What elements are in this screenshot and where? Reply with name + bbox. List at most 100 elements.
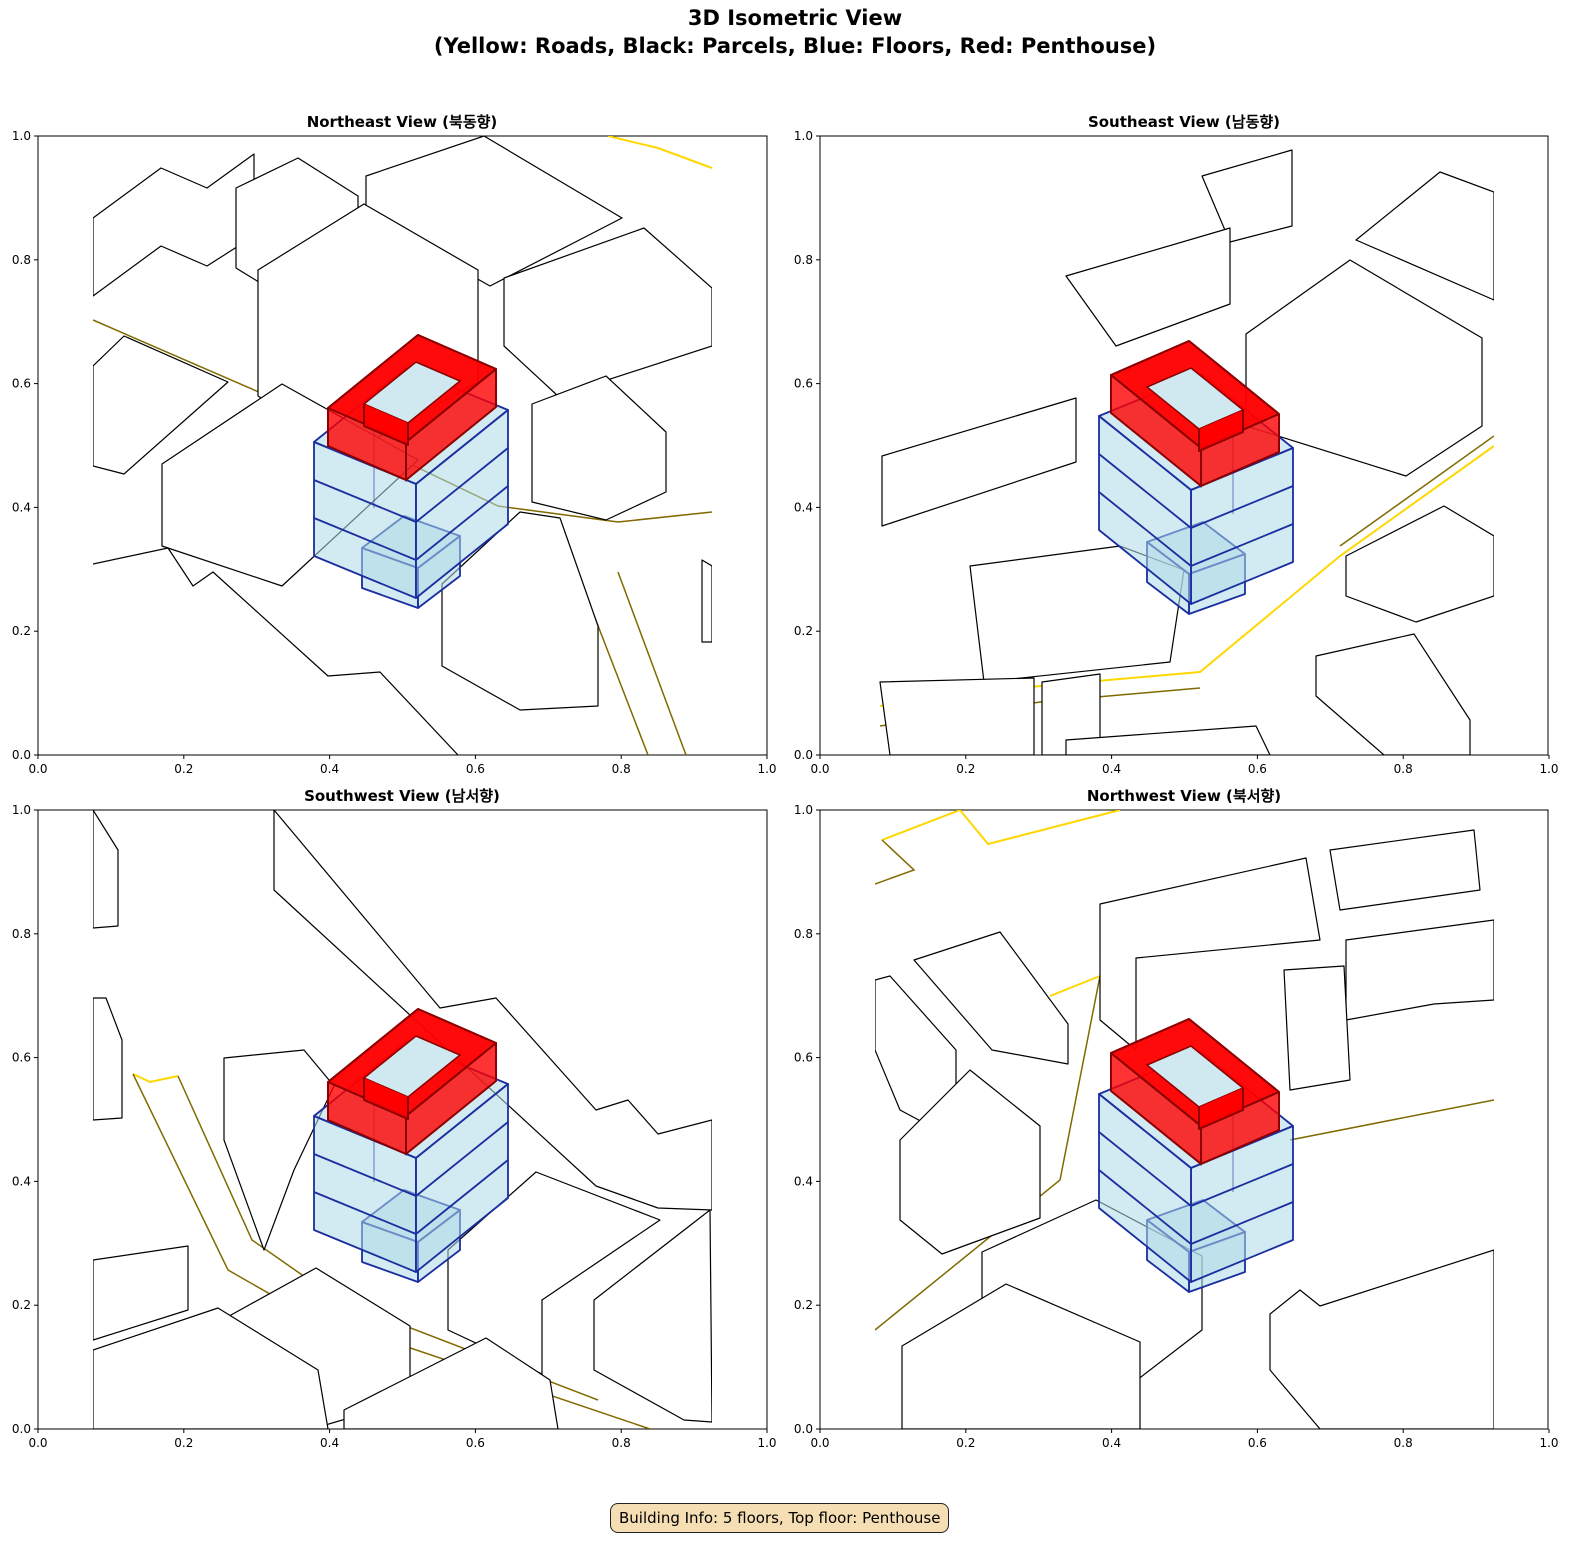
y-tick-label: 1.0 xyxy=(12,129,31,143)
x-tick-label: 1.0 xyxy=(1539,762,1558,776)
x-tick-label: 0.6 xyxy=(1248,762,1267,776)
scene xyxy=(875,810,1494,1429)
y-tick-label: 0.0 xyxy=(12,748,31,762)
road xyxy=(132,1073,179,1084)
road xyxy=(1289,1099,1494,1141)
x-tick-label: 0.4 xyxy=(1102,762,1121,776)
building-info-box: Building Info: 5 floors, Top floor: Pent… xyxy=(610,1503,950,1533)
panel-title: Southeast View (남동향) xyxy=(1088,113,1280,131)
y-tick-label: 0.2 xyxy=(794,1298,813,1312)
panel-southeast: Southeast View (남동향) 0.0 0.2 0.4 0.6 0.8 1.0 0… xyxy=(794,113,1559,776)
x-tick-label: 0.4 xyxy=(320,762,339,776)
parcel xyxy=(503,227,712,397)
parcel xyxy=(1345,505,1494,623)
y-tick-label: 0.4 xyxy=(12,1174,31,1188)
parcel xyxy=(93,1245,189,1341)
x-tick-label: 0.0 xyxy=(28,762,47,776)
x-tick-label: 0.8 xyxy=(612,762,631,776)
parcel xyxy=(901,1283,1141,1429)
road xyxy=(881,810,1121,846)
parcel xyxy=(701,559,712,643)
parcel xyxy=(1283,965,1351,1091)
scene xyxy=(93,810,712,1429)
y-tick-label: 0.6 xyxy=(12,1051,31,1065)
x-tick-label: 0.2 xyxy=(956,762,975,776)
x-tick-label: 0.0 xyxy=(28,1436,47,1450)
axis-ticks: 0.0 0.2 0.4 0.6 0.8 1.0 0.0 0.2 0.4 0.6 0.8 1.0 xyxy=(12,803,777,1450)
y-tick-label: 0.4 xyxy=(794,500,813,514)
parcel xyxy=(1065,227,1231,347)
parcel xyxy=(93,547,459,755)
parcel xyxy=(1099,857,1321,1051)
x-tick-label: 0.4 xyxy=(1102,1436,1121,1450)
x-tick-label: 0.6 xyxy=(1248,1436,1267,1450)
x-tick-label: 0.2 xyxy=(174,1436,193,1450)
parcel xyxy=(1269,1249,1494,1429)
panel-northwest: Northwest View (북서향) 0.0 0.2 0.4 0.6 0.8 1.0 0… xyxy=(794,787,1559,1450)
parcel xyxy=(223,1049,335,1251)
parcel xyxy=(1355,171,1494,301)
x-tick-label: 0.8 xyxy=(1394,762,1413,776)
y-tick-label: 0.4 xyxy=(12,500,31,514)
y-tick-label: 0.6 xyxy=(794,1051,813,1065)
parcel xyxy=(447,1171,661,1375)
y-tick-label: 0.6 xyxy=(12,377,31,391)
y-tick-label: 0.2 xyxy=(794,624,813,638)
road xyxy=(1339,435,1494,547)
parcel xyxy=(273,810,712,1211)
y-tick-label: 1.0 xyxy=(794,129,813,143)
y-tick-label: 0.8 xyxy=(12,253,31,267)
parcel xyxy=(343,1337,559,1429)
road xyxy=(617,571,687,755)
x-tick-label: 1.0 xyxy=(1539,1436,1558,1450)
parcel xyxy=(93,810,119,929)
panel-title: Northwest View (북서향) xyxy=(1087,787,1281,805)
road xyxy=(875,975,1101,1331)
parcel xyxy=(93,335,229,475)
x-tick-label: 0.4 xyxy=(320,1436,339,1450)
panel-northeast: Northeast View (북동향) 0.0 0.2 0.4 0.6 0.8 1.0 0… xyxy=(12,113,777,776)
y-tick-label: 0.0 xyxy=(794,1422,813,1436)
parcel xyxy=(531,375,667,521)
y-tick-label: 1.0 xyxy=(12,803,31,817)
parcel xyxy=(1201,149,1293,243)
x-tick-label: 0.6 xyxy=(466,762,485,776)
scene xyxy=(879,149,1494,755)
parcel xyxy=(1315,633,1471,755)
panel-title: Southwest View (남서향) xyxy=(304,787,500,805)
y-tick-label: 0.2 xyxy=(12,1298,31,1312)
panel-title: Northeast View (북동향) xyxy=(307,113,498,131)
x-tick-label: 0.6 xyxy=(466,1436,485,1450)
road xyxy=(607,136,712,169)
parcel xyxy=(913,931,1069,1065)
x-tick-label: 1.0 xyxy=(757,1436,776,1450)
parcel xyxy=(93,997,123,1121)
x-tick-label: 0.2 xyxy=(174,762,193,776)
x-tick-label: 0.8 xyxy=(1394,1436,1413,1450)
y-tick-label: 0.6 xyxy=(794,377,813,391)
y-tick-label: 0.0 xyxy=(12,1422,31,1436)
parcel xyxy=(441,511,599,711)
x-tick-label: 1.0 xyxy=(757,762,776,776)
parcel xyxy=(969,545,1185,683)
x-tick-label: 0.0 xyxy=(810,762,829,776)
road xyxy=(875,839,916,885)
parcel xyxy=(879,677,1035,755)
parcel xyxy=(593,1209,712,1423)
y-tick-label: 0.4 xyxy=(794,1174,813,1188)
y-tick-label: 0.8 xyxy=(794,253,813,267)
figure-title-line1: 3D Isometric View xyxy=(687,6,903,30)
parcel xyxy=(881,397,1077,527)
x-tick-label: 0.8 xyxy=(612,1436,631,1450)
parcel xyxy=(1041,673,1101,755)
x-tick-label: 0.0 xyxy=(810,1436,829,1450)
parcel xyxy=(93,1307,329,1429)
y-tick-label: 0.8 xyxy=(12,927,31,941)
parcel xyxy=(1065,725,1271,755)
